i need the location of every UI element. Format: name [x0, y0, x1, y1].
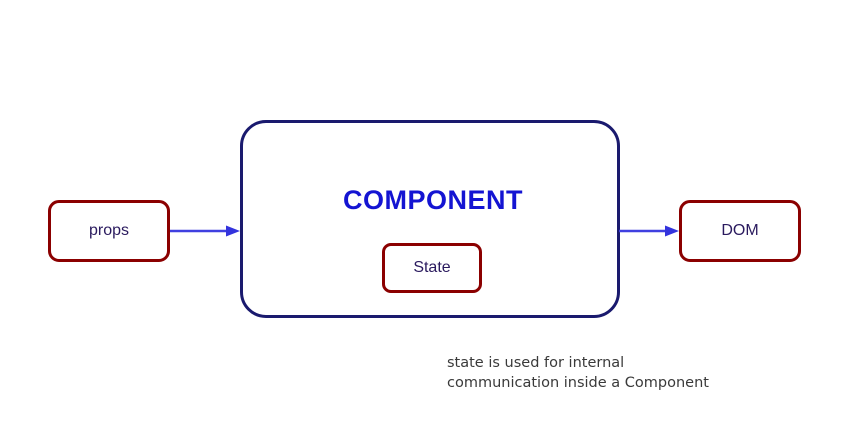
diagram-caption: state is used for internal communication…: [447, 353, 807, 393]
arrow-props-to-component: [170, 224, 242, 238]
caption-line-1: state is used for internal: [447, 355, 625, 371]
props-box-label: props: [88, 222, 130, 239]
state-box[interactable]: State: [382, 243, 482, 293]
component-box[interactable]: COMPONENT State: [240, 120, 620, 318]
dom-box-label: DOM: [721, 222, 759, 239]
arrow-component-to-dom: [619, 224, 681, 238]
props-box[interactable]: props: [48, 200, 170, 262]
dom-box[interactable]: DOM: [679, 200, 801, 262]
component-title: COMPONENT: [343, 185, 523, 215]
state-box-label: State: [413, 259, 451, 276]
caption-line-2: communication inside a Component: [447, 375, 709, 391]
